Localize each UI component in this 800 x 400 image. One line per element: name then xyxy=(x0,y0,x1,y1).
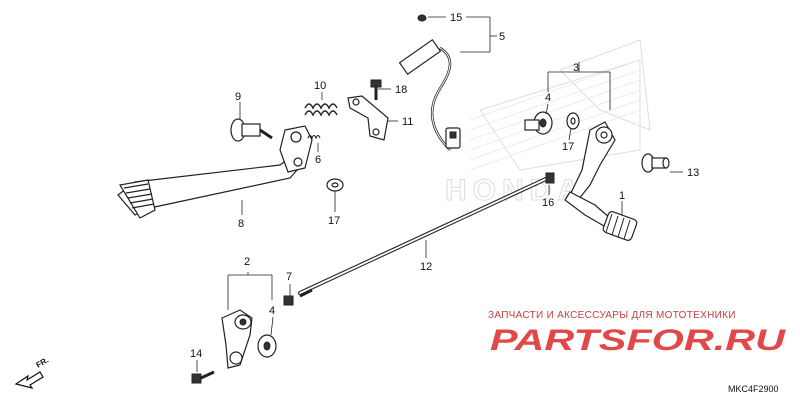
callout-13: 13 xyxy=(687,167,699,179)
switch-clip xyxy=(417,14,427,22)
callout-7: 7 xyxy=(286,271,292,283)
front-label: FR. xyxy=(35,355,51,369)
leader-lines xyxy=(196,16,683,372)
watermark-logo: PARTSFOR.RU xyxy=(490,324,787,357)
callout-16: 16 xyxy=(542,197,554,209)
callout-4-lower: 4 xyxy=(269,305,275,317)
callout-3: 3 xyxy=(573,62,579,74)
callout-18: 18 xyxy=(395,84,407,96)
front-direction-indicator: FR. xyxy=(14,355,51,389)
lock-nut-7 xyxy=(283,295,294,306)
washer-lower xyxy=(326,178,344,192)
lock-nut-16 xyxy=(545,172,555,184)
switch-bracket xyxy=(347,95,389,141)
rod-joint-upper xyxy=(524,111,553,135)
callout-1: 1 xyxy=(619,190,625,202)
callout-17-lower: 17 xyxy=(328,215,340,227)
callout-10: 10 xyxy=(314,80,326,92)
rod-joint-lower xyxy=(257,334,277,358)
callout-15: 15 xyxy=(450,12,462,24)
callout-labels: 15 5 3 10 9 18 11 4 17 6 13 1 16 8 17 12… xyxy=(190,12,699,360)
honda-wing-background: HONDA xyxy=(445,39,651,208)
callout-9: 9 xyxy=(235,91,241,103)
shift-pedal xyxy=(564,121,616,227)
callout-5: 5 xyxy=(499,31,505,43)
rod-end-bolt xyxy=(191,370,215,384)
front-arrow-icon xyxy=(14,371,44,389)
callout-2: 2 xyxy=(244,256,250,268)
shift-rubber xyxy=(602,211,638,241)
return-spring xyxy=(304,103,338,117)
pivot-bolt-right xyxy=(641,153,670,173)
watermark-tagline: ЗАПЧАСТИ И АКСЕССУАРЫ ДЛЯ МОТОТЕХНИКИ xyxy=(488,310,736,321)
pivot-bolt xyxy=(230,118,273,142)
brake-pedal xyxy=(117,125,313,219)
callout-8: 8 xyxy=(238,218,244,230)
callout-11: 11 xyxy=(402,116,413,128)
callout-4-upper: 4 xyxy=(545,92,551,104)
callout-14: 14 xyxy=(190,348,202,360)
callout-12: 12 xyxy=(420,261,432,273)
callout-6: 6 xyxy=(315,154,321,166)
honda-background-text: HONDA xyxy=(445,174,585,207)
shift-rod xyxy=(298,176,550,298)
diagram-code: MKC4F2900 xyxy=(728,384,779,394)
small-spring xyxy=(307,134,321,140)
rod-end-lower xyxy=(221,309,253,369)
callout-17-upper: 17 xyxy=(562,141,574,153)
bracket-bolt xyxy=(370,79,382,100)
brake-light-switch xyxy=(398,38,461,151)
watermark: ЗАПЧАСТИ И АКСЕССУАРЫ ДЛЯ МОТОТЕХНИКИ PA… xyxy=(488,310,787,357)
washer-upper xyxy=(566,112,580,130)
